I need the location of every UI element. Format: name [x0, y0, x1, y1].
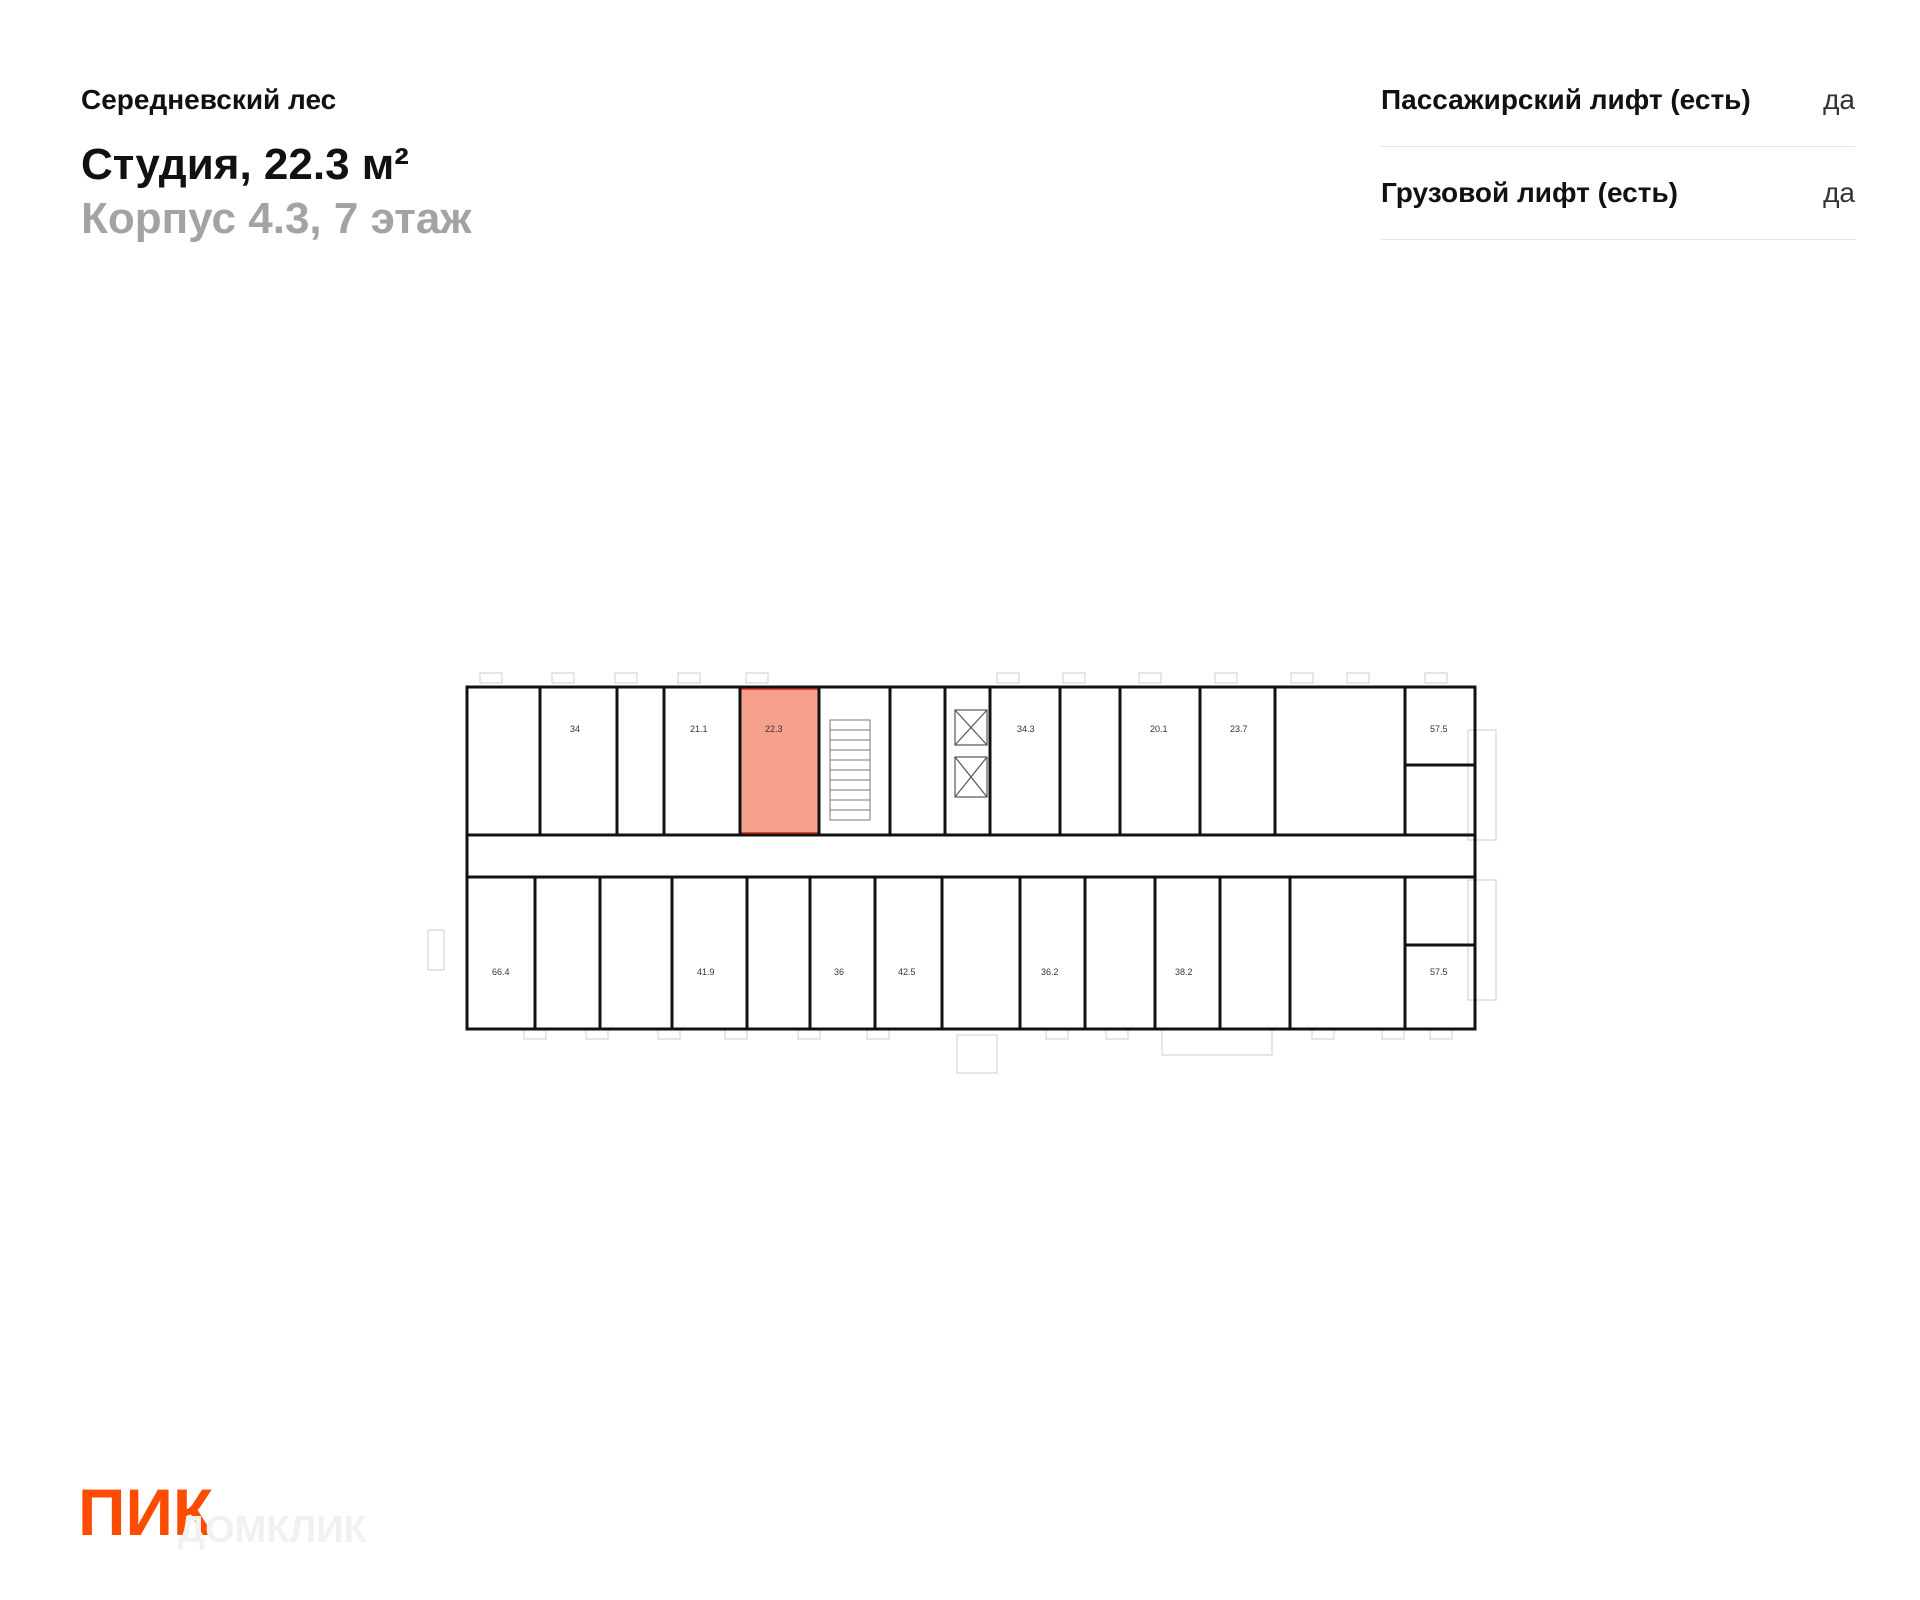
- feature-value: да: [1823, 84, 1855, 115]
- room-area-label: 66.4: [492, 967, 510, 977]
- room-area-label: 36.2: [1041, 967, 1059, 977]
- room-area-label: 57.5: [1430, 724, 1448, 734]
- room-area-label: 36: [834, 967, 844, 977]
- partner-watermark-text: ДОМКЛИК: [178, 1509, 367, 1551]
- walls: [465, 685, 1477, 1031]
- brand-logo-text: ПИК: [78, 1482, 214, 1549]
- features-list: Пассажирский лифт (есть) да Грузовой лиф…: [1381, 54, 1855, 240]
- room-area-label: 20.1: [1150, 724, 1168, 734]
- room-area-label: 57.5: [1430, 967, 1448, 977]
- room-area-label: 34: [570, 724, 580, 734]
- project-name: Середневский лес: [81, 84, 337, 115]
- room-area-label: 41.9: [697, 967, 715, 977]
- room-area-label: 42.5: [898, 967, 916, 977]
- feature-freight-lift: Грузовой лифт (есть) да: [1381, 147, 1855, 240]
- room-area-label: 21.1: [690, 724, 708, 734]
- pik-domclick-logo: ПИК ДОМКЛИК: [78, 1475, 367, 1551]
- highlighted-apartment[interactable]: [739, 688, 820, 834]
- room-area-label: 23.7: [1230, 724, 1248, 734]
- floor-plan-drawing: 34 21.1 22.3 34.3 20.1 23.7 57.5 66.4 41…: [427, 672, 1497, 1074]
- feature-value: да: [1823, 177, 1855, 208]
- room-area-label-highlighted: 22.3: [765, 724, 783, 734]
- building-floor: Корпус 4.3, 7 этаж: [81, 194, 472, 243]
- feature-passenger-lift: Пассажирский лифт (есть) да: [1381, 54, 1855, 147]
- logo: ПИК ДОМКЛИК: [78, 1475, 438, 1567]
- feature-label: Грузовой лифт (есть): [1381, 177, 1678, 208]
- bottom-room-labels: 66.4 41.9 36 42.5 36.2 38.2 57.5: [492, 967, 1448, 977]
- room-area-label: 34.3: [1017, 724, 1035, 734]
- room-area-label: 38.2: [1175, 967, 1193, 977]
- top-room-labels: 34 21.1 22.3 34.3 20.1 23.7 57.5: [570, 724, 1448, 734]
- stairs: [829, 719, 871, 821]
- elevator-shafts: [954, 709, 988, 798]
- floor-plan: 34 21.1 22.3 34.3 20.1 23.7 57.5 66.4 41…: [420, 665, 1500, 1085]
- page-title: Студия, 22.3 м²: [81, 140, 409, 189]
- feature-label: Пассажирский лифт (есть): [1381, 84, 1751, 115]
- window-markers: [427, 672, 1497, 1074]
